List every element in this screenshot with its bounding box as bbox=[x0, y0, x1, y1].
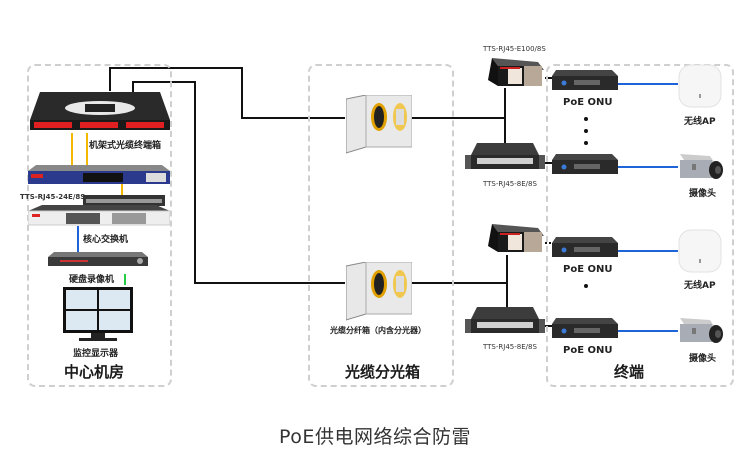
wireless-ap-2-label: 无线AP bbox=[684, 281, 716, 291]
nvr-label: 硬盘录像机 bbox=[69, 275, 115, 285]
poe-onu-4[interactable] bbox=[552, 318, 618, 340]
eight-port-protector-top-label: TTS-RJ45-8E/8S bbox=[483, 180, 537, 188]
eight-port-protector-bottom[interactable] bbox=[465, 307, 545, 337]
aggregation-switch[interactable] bbox=[28, 165, 170, 185]
zone-title-central-room: 中心机房 bbox=[64, 363, 125, 381]
rack-fiber-terminal-box[interactable] bbox=[30, 92, 170, 132]
ellipsis-dot bbox=[584, 284, 588, 288]
eight-port-protector-top[interactable] bbox=[465, 143, 545, 173]
diagram-caption: PoE供电网络综合防雷 bbox=[279, 426, 471, 448]
poe-onu-1-label: PoE ONU bbox=[563, 97, 613, 108]
poe-onu-3[interactable] bbox=[552, 237, 618, 259]
zone-title-fiber-distribution: 光缆分光箱 bbox=[345, 363, 421, 381]
poe-onu-3-label: PoE ONU bbox=[563, 264, 613, 275]
single-port-protector-top[interactable] bbox=[486, 58, 546, 90]
wireless-ap-2[interactable] bbox=[678, 229, 722, 273]
ellipsis-dot bbox=[584, 129, 588, 133]
camera-1[interactable] bbox=[678, 152, 724, 182]
splitter-box-label: 光缆分纤箱（内含分光器） bbox=[330, 326, 426, 335]
camera-1-label: 摄像头 bbox=[689, 189, 717, 199]
rack-odf-label: 机架式光缆终端箱 bbox=[89, 141, 162, 151]
surveillance-monitor[interactable] bbox=[63, 287, 133, 342]
ellipsis-dot bbox=[584, 141, 588, 145]
fiber-splitter-box-bottom[interactable] bbox=[345, 261, 413, 322]
monitor-label: 监控显示器 bbox=[73, 349, 119, 359]
zone-fiber-distribution bbox=[308, 64, 454, 387]
core-switch[interactable] bbox=[27, 205, 171, 227]
poe-onu-1[interactable] bbox=[552, 70, 618, 92]
nvr-device[interactable] bbox=[48, 252, 148, 268]
surge-protector-24-label: TTS-RJ45-24E/8S bbox=[20, 193, 86, 201]
fiber-link-bottom bbox=[132, 81, 345, 284]
core-switch-label: 核心交换机 bbox=[83, 235, 129, 245]
fiber-splitter-box-top[interactable] bbox=[345, 94, 413, 155]
wireless-ap-1[interactable] bbox=[678, 64, 722, 108]
camera-2[interactable] bbox=[678, 316, 724, 346]
ellipsis-dot bbox=[584, 117, 588, 121]
camera-2-label: 摄像头 bbox=[689, 354, 717, 364]
poe-onu-4-label: PoE ONU bbox=[563, 345, 613, 356]
poe-onu-2[interactable] bbox=[552, 154, 618, 176]
single-port-protector-label: TTS-RJ45-E100/8S bbox=[483, 45, 546, 53]
wireless-ap-1-label: 无线AP bbox=[684, 117, 716, 127]
eight-port-protector-bottom-label: TTS-RJ45-8E/8S bbox=[483, 343, 537, 351]
fiber-link-top bbox=[109, 67, 345, 119]
zone-terminal bbox=[546, 64, 734, 387]
surge-protector-24-port[interactable] bbox=[83, 191, 165, 206]
zone-title-terminal: 终端 bbox=[614, 363, 645, 381]
single-port-protector-bottom[interactable] bbox=[486, 224, 546, 256]
